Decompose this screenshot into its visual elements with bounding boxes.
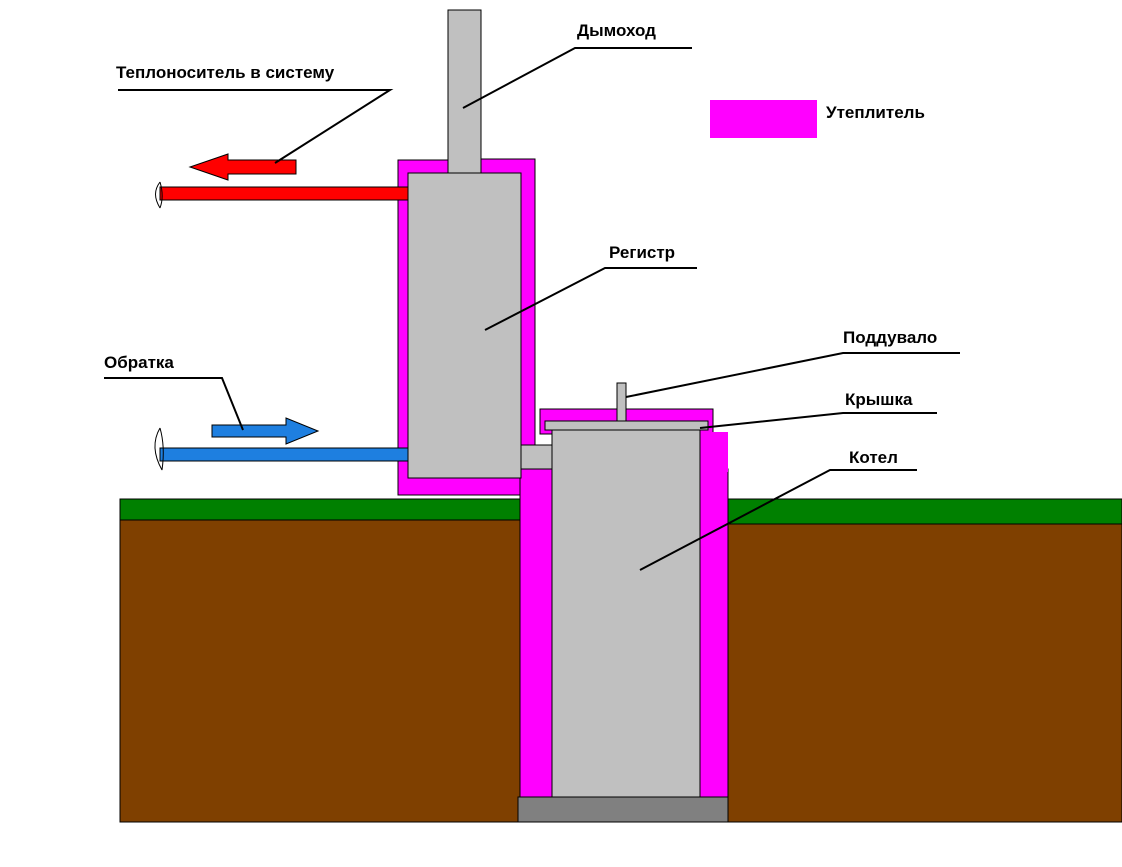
coolant-out-label: Теплоноситель в систему [116,63,335,82]
register-label: Регистр [609,243,675,262]
boiler-lid [544,420,709,431]
boiler-insulation-right-top [700,432,728,472]
hot-flow-arrow-icon [188,153,297,181]
soil-right [727,523,1122,823]
register-leader [484,267,697,331]
ground [119,498,1122,823]
leader-lines [104,47,960,571]
return-pipe [154,417,409,471]
insulation-legend-swatch [710,100,817,138]
boiler-body [551,429,701,798]
pipe-break-mark [155,181,163,209]
insulation-label: Утеплитель [826,103,925,122]
chimney-leader [462,47,692,109]
lid-leader [699,412,937,429]
lid-label: Крышка [845,390,913,409]
boiler-leader [639,469,917,571]
chimney-label: Дымоход [577,21,656,40]
connecting-pipe [520,444,553,470]
return-leader [104,377,244,431]
boiler-base [517,796,729,823]
ash-pit-tube [616,382,627,422]
boiler-label: Котел [849,448,898,467]
pipe-break-mark-2 [154,427,164,471]
hot-pipe-body [159,186,409,201]
return-flow-arrow-icon [211,417,320,445]
return-label: Обратка [104,353,174,372]
chimney-pipe [447,9,482,175]
ash-pit-label: Поддувало [843,328,937,347]
return-pipe-body [159,447,409,462]
register-body [407,172,522,479]
grass-right [727,498,1122,525]
coolant-leader [118,89,394,164]
hot-pipe [155,153,409,209]
grass-left [119,498,521,521]
ash-pit-leader [625,352,960,398]
soil-left [119,519,521,823]
